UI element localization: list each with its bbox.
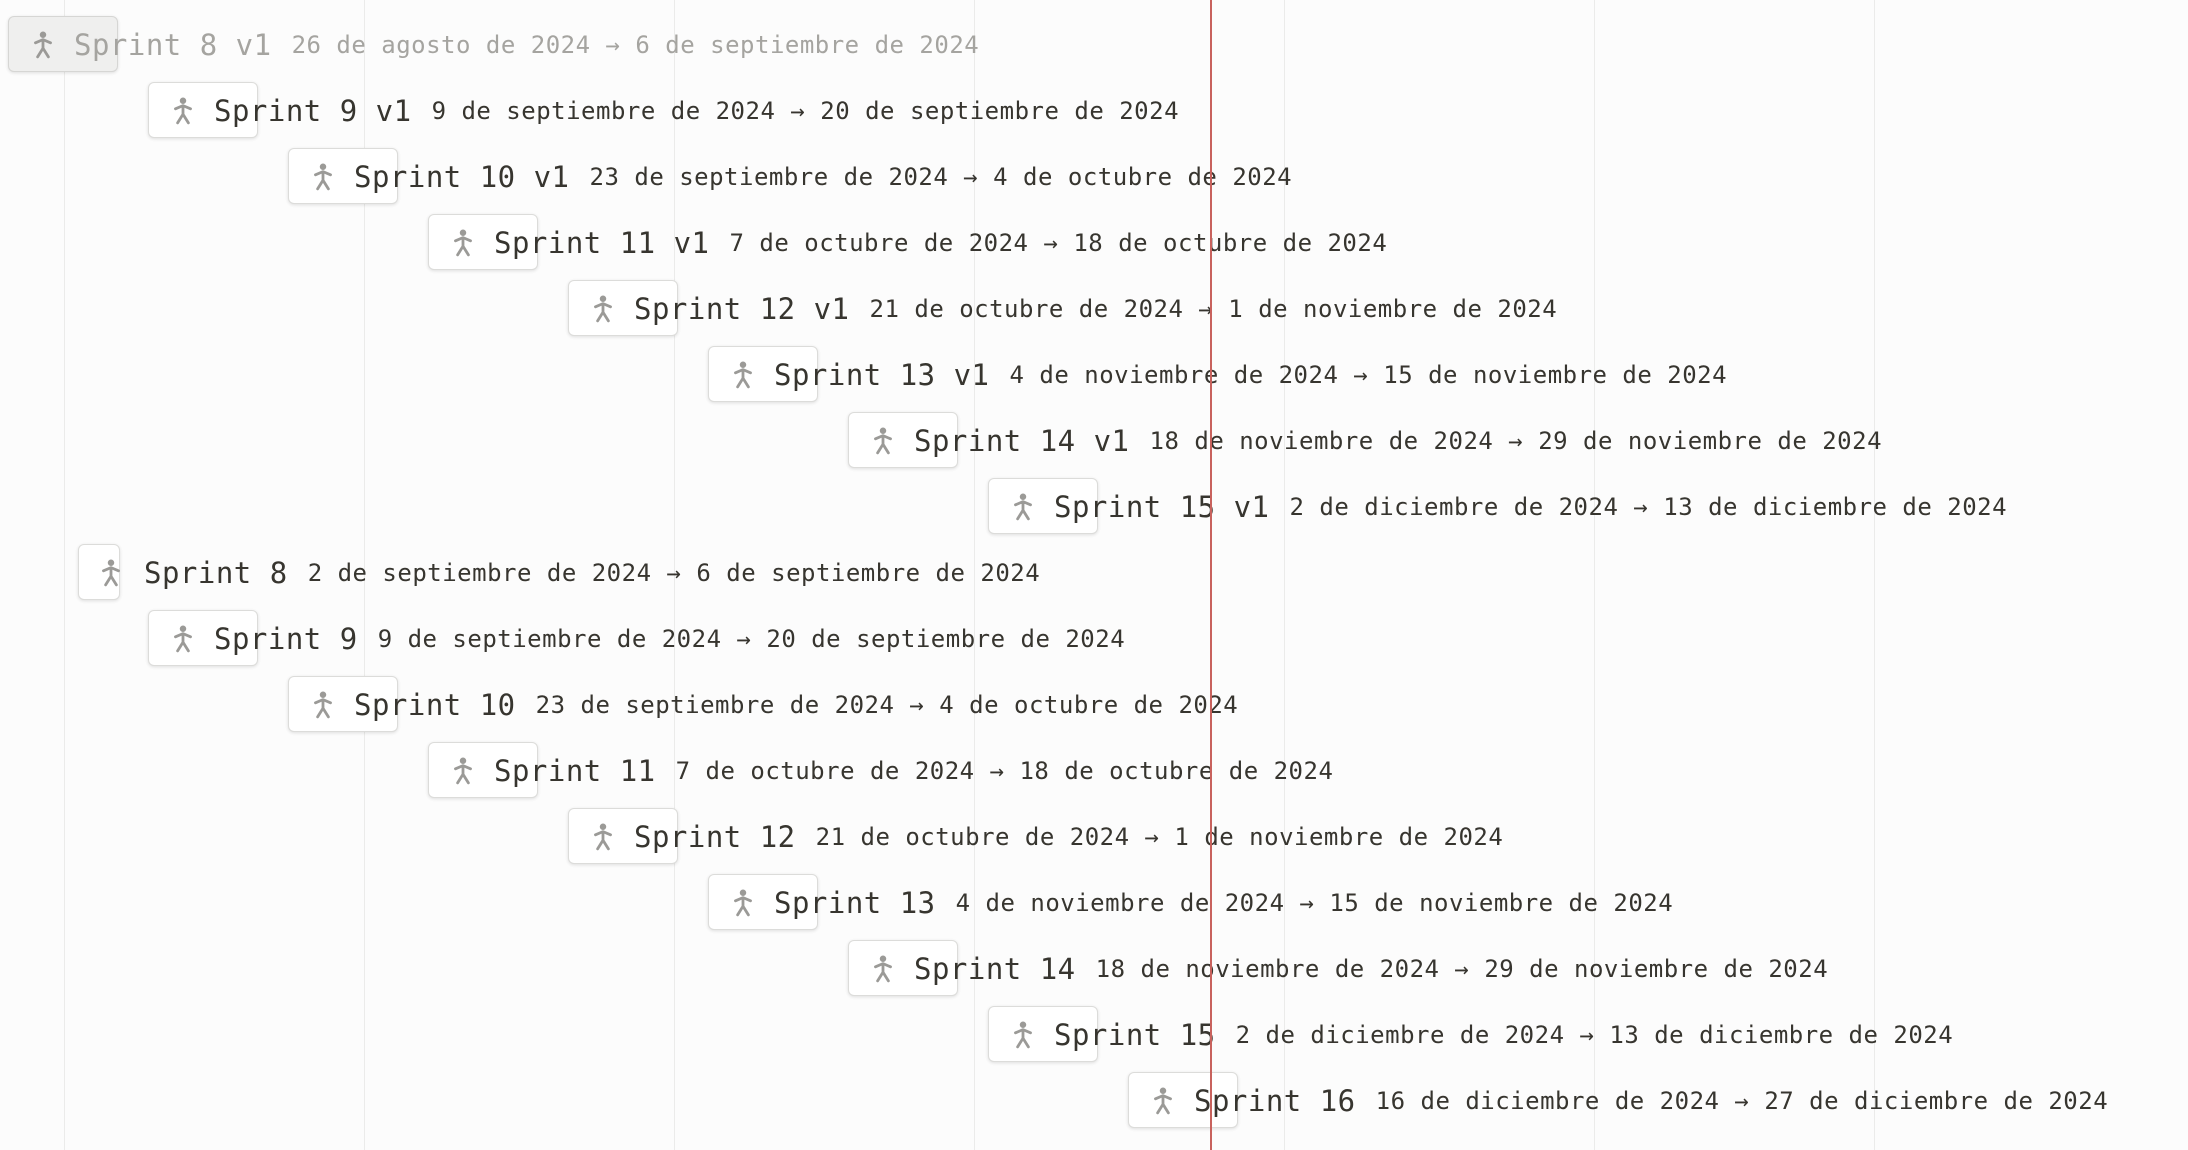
sprint-title: Sprint 8 v1 [74, 28, 272, 62]
sprint-title: Sprint 16 [1194, 1084, 1356, 1118]
runner-icon [34, 31, 52, 59]
timeline-item-label: Sprint 13 v1 4 de noviembre de 2024 → 15… [774, 345, 1727, 405]
runner-icon [594, 823, 612, 851]
runner-icon [734, 361, 752, 389]
runner-icon [734, 889, 752, 917]
sprint-dates: 18 de noviembre de 2024 → 29 de noviembr… [1095, 955, 1829, 983]
runner-icon [1154, 1087, 1172, 1115]
timeline-item-label: Sprint 10 23 de septiembre de 2024 → 4 d… [354, 675, 1238, 735]
sprint-title: Sprint 9 v1 [214, 94, 412, 128]
sprint-title: Sprint 11 v1 [494, 226, 710, 260]
timeline-bar[interactable] [8, 16, 118, 72]
week-gridline [674, 0, 675, 1150]
timeline-item-label: Sprint 14 v1 18 de noviembre de 2024 → 2… [914, 411, 1882, 471]
timeline-item-label: Sprint 15 2 de diciembre de 2024 → 13 de… [1054, 1005, 1953, 1065]
sprint-title: Sprint 11 [494, 754, 656, 788]
timeline-bar[interactable] [288, 148, 398, 204]
runner-icon [102, 559, 120, 587]
week-gridline [1874, 0, 1875, 1150]
sprint-title: Sprint 8 [144, 556, 288, 590]
sprint-dates: 4 de noviembre de 2024 → 15 de noviembre… [1009, 361, 1728, 389]
sprint-dates: 16 de diciembre de 2024 → 27 de diciembr… [1375, 1087, 2109, 1115]
timeline-item-label: Sprint 11 7 de octubre de 2024 → 18 de o… [494, 741, 1333, 801]
sprint-dates: 26 de agosto de 2024 → 6 de septiembre d… [291, 31, 980, 59]
runner-icon [314, 691, 332, 719]
sprint-dates: 7 de octubre de 2024 → 18 de octubre de … [675, 757, 1334, 785]
sprint-title: Sprint 13 v1 [774, 358, 990, 392]
timeline-bar[interactable] [148, 610, 258, 666]
timeline-bar[interactable] [428, 214, 538, 270]
sprint-dates: 18 de noviembre de 2024 → 29 de noviembr… [1149, 427, 1883, 455]
timeline-item-label: Sprint 8 v1 26 de agosto de 2024 → 6 de … [74, 15, 979, 75]
runner-icon [454, 229, 472, 257]
sprint-dates: 9 de septiembre de 2024 → 20 de septiemb… [377, 625, 1126, 653]
timeline-bar[interactable] [568, 808, 678, 864]
timeline-item-label: Sprint 13 4 de noviembre de 2024 → 15 de… [774, 873, 1673, 933]
runner-icon [1014, 1021, 1032, 1049]
sprint-dates: 2 de diciembre de 2024 → 13 de diciembre… [1235, 1021, 1954, 1049]
timeline-item-label: Sprint 9 v1 9 de septiembre de 2024 → 20… [214, 81, 1179, 141]
sprint-dates: 23 de septiembre de 2024 → 4 de octubre … [589, 163, 1293, 191]
timeline-bar[interactable] [288, 676, 398, 732]
runner-icon [174, 625, 192, 653]
timeline-bar[interactable] [848, 940, 958, 996]
timeline-bar[interactable] [78, 544, 120, 600]
runner-icon [874, 427, 892, 455]
sprint-dates: 21 de octubre de 2024 → 1 de noviembre d… [869, 295, 1558, 323]
sprint-dates: 9 de septiembre de 2024 → 20 de septiemb… [431, 97, 1180, 125]
sprint-dates: 4 de noviembre de 2024 → 15 de noviembre… [955, 889, 1674, 917]
timeline-bar[interactable] [428, 742, 538, 798]
timeline-bar[interactable] [708, 346, 818, 402]
timeline-bar[interactable] [568, 280, 678, 336]
timeline-item-label: Sprint 12 v1 21 de octubre de 2024 → 1 d… [634, 279, 1557, 339]
timeline-bar[interactable] [988, 1006, 1098, 1062]
runner-icon [314, 163, 332, 191]
week-gridline [364, 0, 365, 1150]
sprint-title: Sprint 12 v1 [634, 292, 850, 326]
sprint-title: Sprint 15 v1 [1054, 490, 1270, 524]
runner-icon [1014, 493, 1032, 521]
timeline-bar[interactable] [708, 874, 818, 930]
sprint-dates: 2 de diciembre de 2024 → 13 de diciembre… [1289, 493, 2008, 521]
runner-icon [874, 955, 892, 983]
sprint-title: Sprint 14 [914, 952, 1076, 986]
week-gridline [974, 0, 975, 1150]
runner-icon [454, 757, 472, 785]
runner-icon [174, 97, 192, 125]
sprint-dates: 23 de septiembre de 2024 → 4 de octubre … [535, 691, 1239, 719]
sprint-dates: 7 de octubre de 2024 → 18 de octubre de … [729, 229, 1388, 257]
timeline-item-label: Sprint 9 9 de septiembre de 2024 → 20 de… [214, 609, 1125, 669]
week-gridline [1594, 0, 1595, 1150]
sprint-dates: 21 de octubre de 2024 → 1 de noviembre d… [815, 823, 1504, 851]
sprint-title: Sprint 15 [1054, 1018, 1216, 1052]
timeline-item-label: Sprint 16 16 de diciembre de 2024 → 27 d… [1194, 1071, 2108, 1131]
timeline-item-label: Sprint 11 v1 7 de octubre de 2024 → 18 d… [494, 213, 1387, 273]
sprint-title: Sprint 10 [354, 688, 516, 722]
sprint-title: Sprint 13 [774, 886, 936, 920]
timeline-bar[interactable] [988, 478, 1098, 534]
sprint-title: Sprint 10 v1 [354, 160, 570, 194]
timeline-item-label: Sprint 15 v1 2 de diciembre de 2024 → 13… [1054, 477, 2007, 537]
today-line [1210, 0, 1212, 1150]
timeline-bar[interactable] [848, 412, 958, 468]
week-gridline [64, 0, 65, 1150]
timeline-item-label: Sprint 8 2 de septiembre de 2024 → 6 de … [144, 543, 1040, 603]
runner-icon [594, 295, 612, 323]
sprint-title: Sprint 14 v1 [914, 424, 1130, 458]
timeline-item-label: Sprint 14 18 de noviembre de 2024 → 29 d… [914, 939, 1828, 999]
timeline-item-label: Sprint 12 21 de octubre de 2024 → 1 de n… [634, 807, 1503, 867]
timeline-bar[interactable] [148, 82, 258, 138]
sprint-dates: 2 de septiembre de 2024 → 6 de septiembr… [307, 559, 1041, 587]
sprint-title: Sprint 9 [214, 622, 358, 656]
sprint-title: Sprint 12 [634, 820, 796, 854]
week-gridline [1284, 0, 1285, 1150]
timeline-bar[interactable] [1128, 1072, 1238, 1128]
timeline-item-label: Sprint 10 v1 23 de septiembre de 2024 → … [354, 147, 1292, 207]
